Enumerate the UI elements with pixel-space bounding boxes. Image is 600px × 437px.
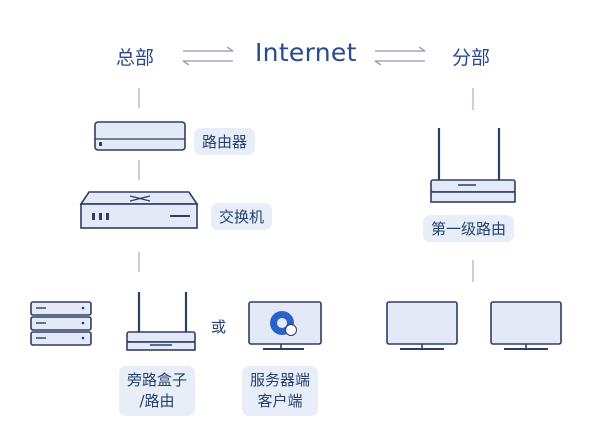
bypass-tag-line1: 旁路盒子 xyxy=(127,371,188,389)
internet-label: Internet xyxy=(255,38,357,67)
switch-tag: 交换机 xyxy=(211,203,273,230)
router-tag: 路由器 xyxy=(194,128,256,155)
client-tag-line1: 服务器端 xyxy=(250,371,311,389)
branch-label: 分部 xyxy=(452,47,491,69)
hq-router-icon xyxy=(94,121,186,151)
branch-monitor-left-icon xyxy=(386,301,458,350)
arrow-hq-internet xyxy=(182,46,234,66)
branch-router-icon xyxy=(430,128,516,203)
arrow-internet-branch xyxy=(374,46,426,66)
switch-icon xyxy=(79,191,199,229)
first-router-tag: 第一级路由 xyxy=(423,215,515,242)
connector-lines xyxy=(138,88,474,282)
branch-monitor-right-icon xyxy=(490,301,562,350)
client-monitor-icon xyxy=(248,301,322,350)
bypass-router-icon xyxy=(126,292,196,351)
bypass-tag: 旁路盒子 /路由 xyxy=(119,366,196,416)
client-tag-line2: 客户端 xyxy=(257,392,303,410)
hq-label: 总部 xyxy=(116,47,155,69)
or-label: 或 xyxy=(211,318,227,336)
server-rack-icon xyxy=(30,301,92,346)
bypass-tag-line2: /路由 xyxy=(139,392,175,410)
client-tag: 服务器端 客户端 xyxy=(242,366,319,416)
